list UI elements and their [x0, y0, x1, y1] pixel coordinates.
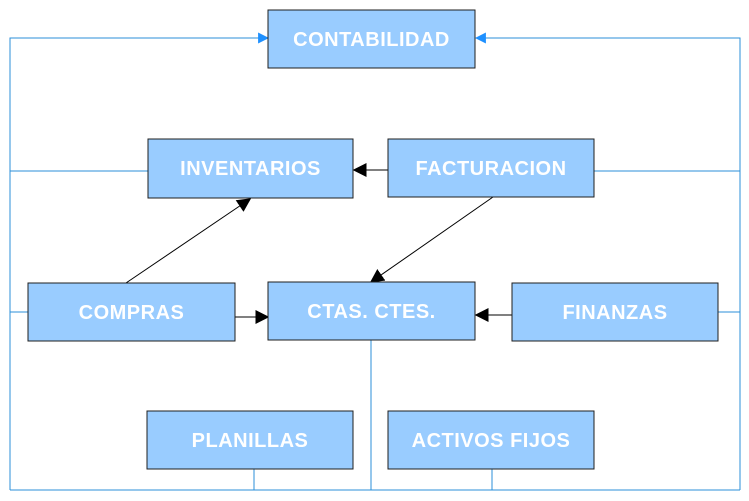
right-bus-line	[474, 32, 741, 490]
box-label-planillas: PLANILLAS	[192, 430, 309, 452]
box-activos-fijos: ACTIVOS FIJOS	[387, 410, 595, 470]
left-bus-line	[9, 32, 270, 490]
box-planillas: PLANILLAS	[146, 410, 354, 470]
box-contabilidad: CONTABILIDAD	[267, 9, 476, 69]
flow-arrows	[125, 163, 512, 324]
arrow-compras-to-inventarios	[125, 198, 252, 284]
bus-connectors	[9, 32, 741, 491]
box-label-inventarios: INVENTARIOS	[180, 158, 321, 180]
box-finanzas: FINANZAS	[511, 282, 719, 342]
box-label-finanzas: FINANZAS	[562, 302, 667, 324]
box-ctas-ctes: CTAS. CTES.	[267, 281, 476, 341]
box-label-ctas-ctes: CTAS. CTES.	[307, 301, 435, 323]
box-inventarios: INVENTARIOS	[147, 138, 354, 199]
arrow-facturacion-to-ctas-ctes	[369, 196, 494, 283]
box-label-contabilidad: CONTABILIDAD	[293, 29, 450, 51]
box-label-activos-fijos: ACTIVOS FIJOS	[412, 430, 571, 452]
box-compras: COMPRAS	[27, 282, 236, 342]
box-facturacion: FACTURACION	[387, 138, 595, 198]
box-label-compras: COMPRAS	[79, 302, 185, 324]
box-label-facturacion: FACTURACION	[415, 158, 566, 180]
